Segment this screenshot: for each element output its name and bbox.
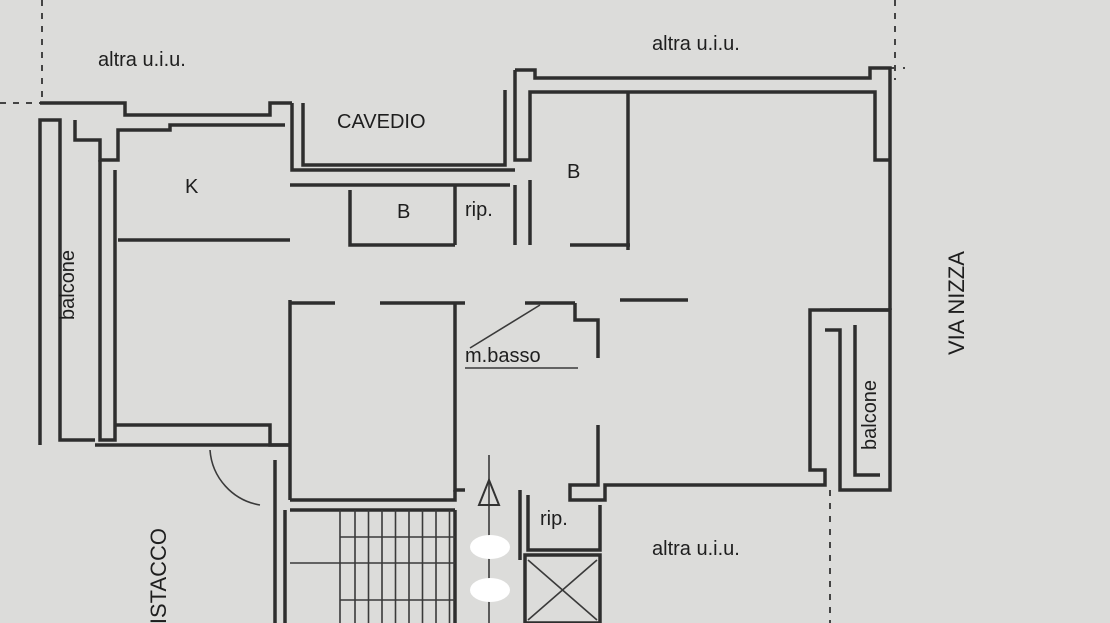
label-altra-uiu-bottom: altra u.i.u. xyxy=(652,538,740,560)
label-altra-uiu-top-right: altra u.i.u. xyxy=(652,33,740,55)
label-via-nizza: VIA NIZZA xyxy=(944,251,969,355)
label-balcone-right: balcone xyxy=(859,380,881,450)
property-boundary-lines xyxy=(0,0,905,623)
label-bathroom-2: B xyxy=(567,161,580,183)
redaction-marks xyxy=(470,535,510,602)
label-balcone-left: balcone xyxy=(57,250,79,320)
label-cavedio: CAVEDIO xyxy=(337,111,426,133)
label-storage-1: rip. xyxy=(465,199,493,221)
m-basso-leader xyxy=(469,304,541,349)
label-bathroom-1: B xyxy=(397,201,410,223)
label-distacco: DISTACCO xyxy=(146,528,171,623)
walls xyxy=(38,66,892,623)
label-altra-uiu-top-left: altra u.i.u. xyxy=(98,49,186,71)
elevator-cross xyxy=(527,559,598,621)
label-kitchen: K xyxy=(185,176,199,198)
door-swing xyxy=(209,449,261,506)
label-storage-2: rip. xyxy=(540,508,568,530)
stairs xyxy=(290,510,455,623)
label-m-basso: m.basso xyxy=(465,345,541,367)
